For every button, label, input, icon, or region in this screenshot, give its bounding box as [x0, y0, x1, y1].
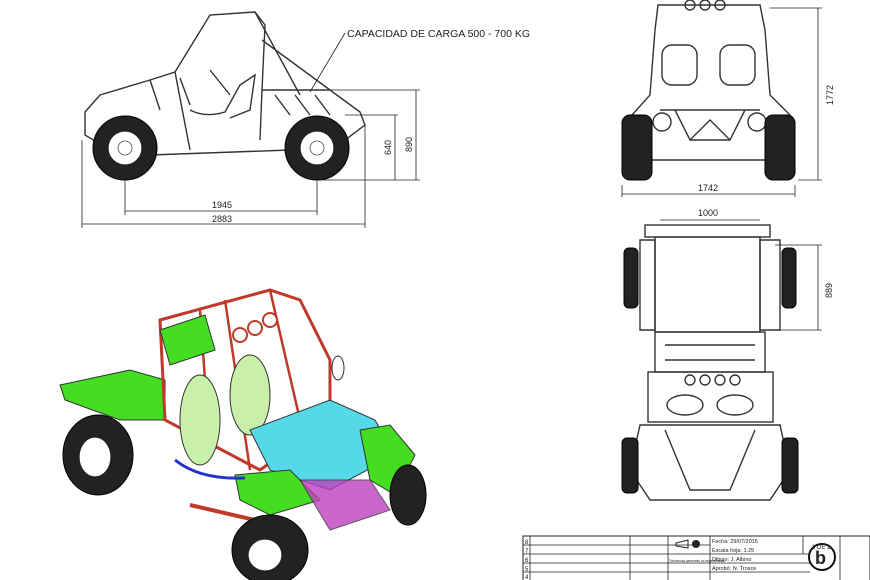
- dim-height-640: 640: [383, 140, 393, 155]
- row-7: 7: [525, 549, 529, 555]
- load-capacity-annotation: CAPACIDAD DE CARGA 500 - 700 KG: [347, 28, 530, 40]
- dim-top-section: 889: [824, 283, 834, 298]
- dim-length: 2883: [212, 214, 232, 224]
- dim-top-width: 1000: [698, 208, 718, 218]
- tolerance-note: Tolerancias generales no especificadas: [669, 559, 725, 563]
- dim-height-890: 890: [404, 137, 414, 152]
- sheet-number: 1 DE 1: [812, 545, 831, 551]
- dim-front-height: 1772: [825, 85, 835, 105]
- company-logo: b: [815, 548, 826, 568]
- row-6: 6: [525, 558, 529, 564]
- row-8: 8: [525, 540, 529, 546]
- date: Fecha: 29/07/2015: [712, 539, 758, 545]
- side-view: [81, 11, 420, 228]
- dim-wheelbase: 1945: [212, 200, 232, 210]
- isometric-render: [59, 288, 427, 580]
- row-4: 4: [525, 575, 529, 580]
- scale: Escala hoja: 1:25: [712, 548, 754, 554]
- approved-by: Aprobó: N. Trosce: [712, 566, 756, 572]
- drawn-by: Dibujo: J. Albino: [712, 557, 751, 563]
- top-view: [621, 219, 822, 501]
- title-block: [522, 535, 870, 580]
- row-5: 5: [525, 567, 529, 573]
- front-view: [621, 0, 822, 197]
- dim-front-width: 1742: [698, 183, 718, 193]
